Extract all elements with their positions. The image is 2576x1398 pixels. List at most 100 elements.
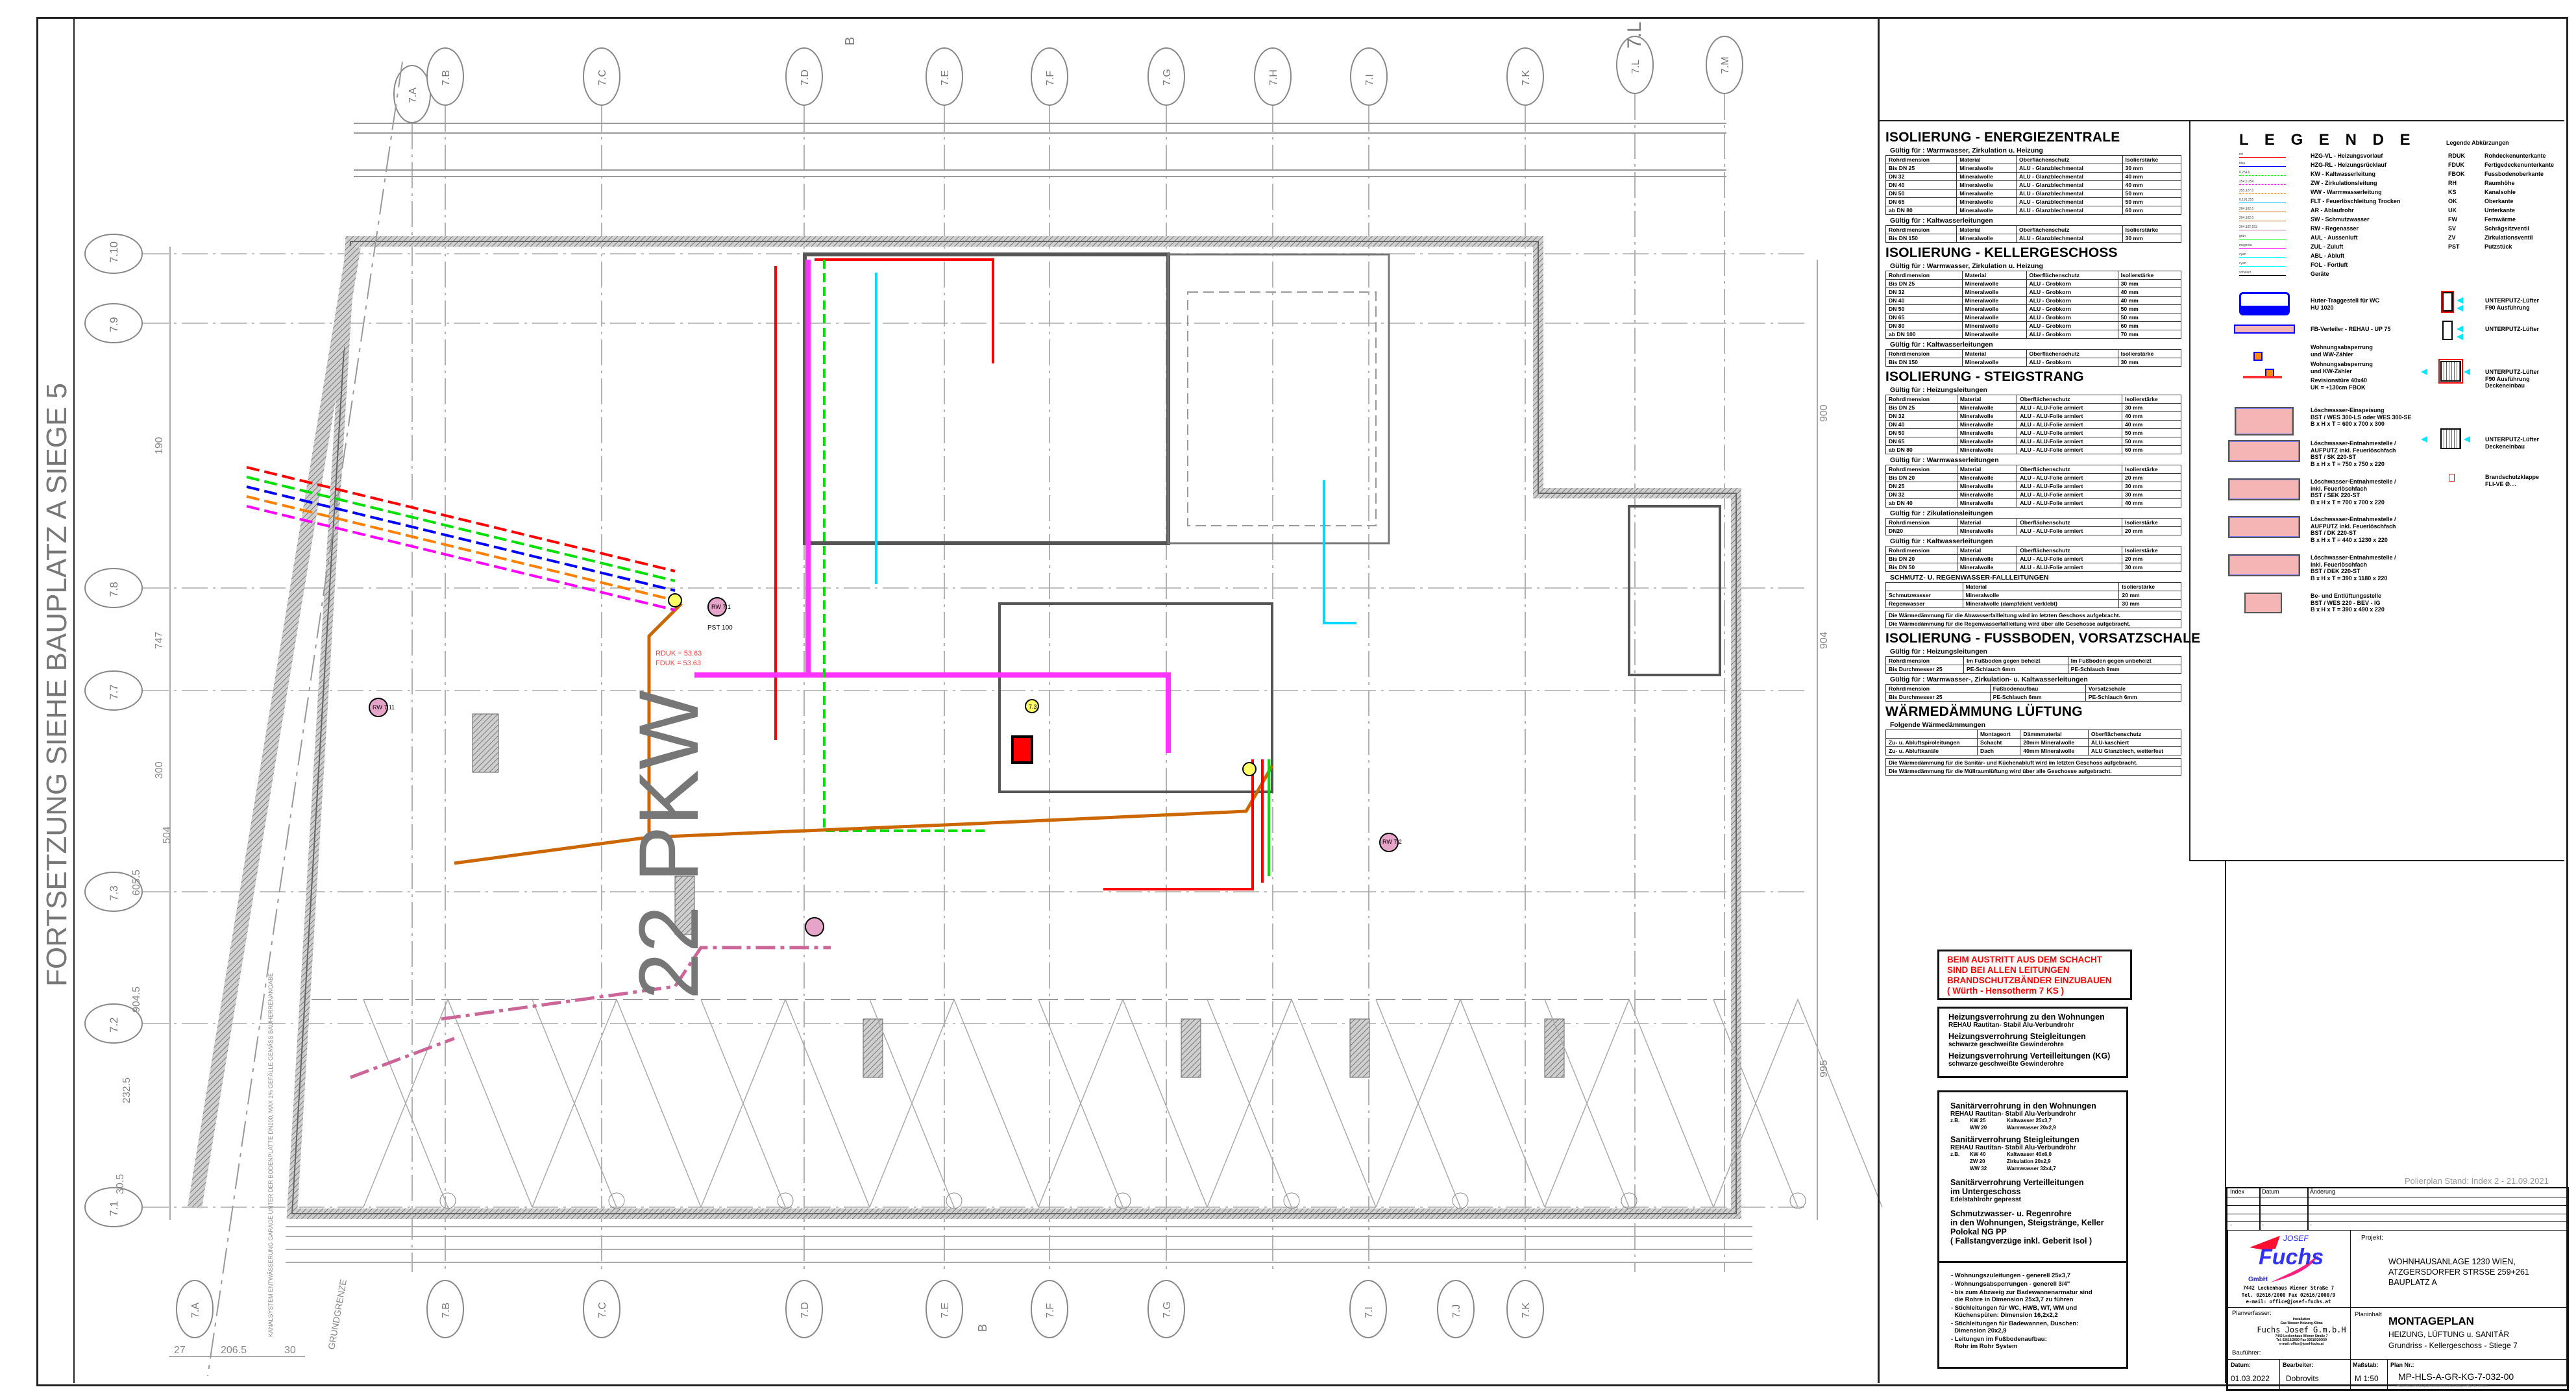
grid-label-left: 7.2 xyxy=(108,1017,120,1033)
table-cell: Mineralwolle xyxy=(1961,304,2027,313)
stamp-line: Tel. 02616/2000 Fax 02616/2000/9 xyxy=(2275,1338,2327,1342)
grid-bubble xyxy=(84,670,143,711)
table-cell: 20 mm xyxy=(2122,473,2181,482)
dimension-label: 900 xyxy=(1819,404,1830,422)
table-cell: ALU - ALU-Folie armiert xyxy=(2017,411,2123,421)
drawing-divider xyxy=(1878,18,1880,1383)
grid-label-top: 7.H xyxy=(1268,69,1279,86)
legend-line-sample xyxy=(2239,275,2286,276)
note-cell: Die Wärmedämmung für die Müllraumlüftung… xyxy=(1885,766,2181,776)
table-header-cell: Oberflächenschutz xyxy=(2017,395,2123,404)
table-cell: Mineralwolle xyxy=(1956,189,2017,198)
legend-sample-label: 0,191,255 xyxy=(2239,198,2254,202)
grid-bubble xyxy=(1506,1280,1544,1338)
insulation-notes: Die Wärmedämmung für die Sanitär- und Kü… xyxy=(1885,758,2181,776)
sheet-frame xyxy=(36,17,2568,1386)
fire-line-pipe xyxy=(875,273,1356,624)
table-cell: ab DN 80 xyxy=(1885,445,1957,454)
table-header-cell: Material xyxy=(1962,582,2120,591)
table-cell: Schmutzwasser xyxy=(1885,591,1963,600)
grid-bubble xyxy=(1147,47,1185,106)
plan-number-hint: Phase-Gewerke-Bauplatz-Unterart-Geschoß-… xyxy=(2397,1384,2488,1388)
grid-label-bottom: 7.D xyxy=(800,1302,811,1318)
symbol-description: FB-Verteiler - REHAU - UP 75 xyxy=(2311,326,2391,332)
project-line: ATZGERSDORFER STRSSE 259+261 xyxy=(2388,1268,2529,1277)
table-cell: ALU - ALU-Folie armiert xyxy=(2017,445,2123,454)
table-cell: 60 mm xyxy=(2122,445,2181,454)
dimension-label: 995 xyxy=(1819,1060,1830,1077)
fire-hose-cabinet-icon xyxy=(2228,440,2300,462)
grid-label-top: 7.L xyxy=(1630,60,1641,74)
email-line: e-mail: office@josef-fuchs.at xyxy=(2246,1299,2331,1305)
fire-note-line: ( Würth - Hensotherm 7 KS ) xyxy=(1947,986,2065,996)
table-cell: 50 mm xyxy=(2122,428,2181,437)
tables-bottom-line xyxy=(2189,860,2564,861)
logo-text-josef: JOSEF xyxy=(2283,1234,2309,1243)
table-header-cell: Material xyxy=(1961,271,2027,280)
insulation-subtitle: Gültig für : Warmwasser, Zirkulation u. … xyxy=(1890,262,2043,270)
heating-piping-note: Heizungsverrohrung zu den Wohnungen REHA… xyxy=(1937,1007,2128,1078)
grid-bubble xyxy=(926,47,963,106)
airflow-arrow-icon xyxy=(2464,369,2470,375)
table-cell: ALU - ALU-Folie armiert xyxy=(2017,498,2123,508)
logo-swoosh xyxy=(2250,1236,2280,1250)
plan-annotation: RW 7.2 xyxy=(1382,839,1402,845)
legend-sample-label: schwarz xyxy=(2239,271,2251,275)
legend-title: L E G E N D E xyxy=(2239,131,2416,149)
table-cell: ALU - ALU-Folie armiert xyxy=(2017,420,2123,429)
table-cell: 50 mm xyxy=(2117,313,2182,322)
table-cell: 40 mm xyxy=(2117,288,2182,297)
note-row: Die Wärmedämmung für die Abwasserfalllei… xyxy=(1885,611,2181,620)
sanitary-example-cell: Warmwasser 32x4,7 xyxy=(2007,1166,2056,1171)
table-cell: ALU - Glanzblechmental xyxy=(2016,206,2123,215)
table-cell: Mineralwolle xyxy=(1961,330,2027,339)
sanitary-piping-note: Sanitärverrohrung in den Wohnungen REHAU… xyxy=(1937,1090,2128,1263)
sanitary-text: Edelstahlrohr gepresst xyxy=(1950,1196,2021,1203)
table-cell: 40 mm xyxy=(2122,180,2182,190)
slanted-outer-wall xyxy=(188,245,361,1208)
table-cell: Mineralwolle xyxy=(1956,473,2018,482)
grid-bubble xyxy=(785,1280,823,1338)
table-header-cell: Material xyxy=(1956,518,2018,527)
revision-row xyxy=(2227,1197,2568,1206)
abbreviation-meaning: Schrägsitzventil xyxy=(2484,225,2530,232)
note-row: Die Wärmedämmung für die Müllraumlüftung… xyxy=(1885,766,2181,776)
table-cell: Mineralwolle (dampfdicht verklebt) xyxy=(1962,599,2120,608)
plan-annotation: 7.3 xyxy=(1029,704,1037,710)
insulation-section-title: ISOLIERUNG - ENERGIEZENTRALE xyxy=(1885,130,2120,145)
stamp-line: Fuchs Josef G.m.b.H xyxy=(2257,1325,2346,1334)
rw-marker xyxy=(707,597,727,617)
company-address: 7442 Lockenhaus Wiener Straße 7 Tel. 026… xyxy=(2228,1285,2349,1306)
riser-marker xyxy=(1025,699,1039,713)
sanitary-example-cell: Zirkulation 20x2,9 xyxy=(2007,1159,2051,1164)
riser-marker xyxy=(1242,762,1257,776)
sanitary-text: REHAU Rautitan- Stabil Alu-Verbundrohr xyxy=(1950,1110,2076,1118)
legend-sample-label: 254,0,254 xyxy=(2239,180,2254,184)
table-cell: Dach xyxy=(1976,746,2021,755)
grid-label-top: 7.K xyxy=(1521,70,1532,86)
fire-note-line: BEIM AUSTRITT AUS DEM SCHACHT xyxy=(1947,955,2102,964)
dimension-label: 300 xyxy=(154,761,165,779)
grid-bubble xyxy=(426,47,464,106)
legend-sample-label: cyan xyxy=(2239,262,2246,265)
grid-bubble xyxy=(785,47,823,106)
table-cell: DN 32 xyxy=(1885,172,1957,181)
storage-room xyxy=(1167,253,1390,545)
